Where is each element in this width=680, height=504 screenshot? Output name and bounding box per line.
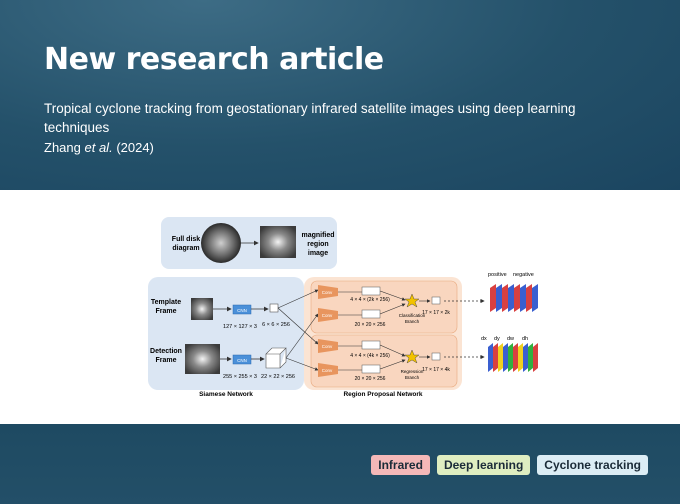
citation-author: Zhang (44, 140, 81, 155)
citation-year: (2024) (116, 140, 154, 155)
dim-detection-out: 22 × 22 × 256 (261, 374, 295, 380)
conv-blocks (318, 285, 338, 377)
label-positive: positive (488, 272, 507, 278)
dim-detection-in: 255 × 255 × 3 (223, 374, 257, 380)
page-title: New research article (44, 42, 384, 77)
reg-branch-label-1: Regression (401, 369, 424, 374)
label-template: Template (151, 299, 181, 306)
label-detection: Detection (150, 348, 182, 355)
cnn-detection (232, 354, 252, 365)
figure-panel: Full disk diagram magnified region image… (0, 190, 680, 424)
cnn-label-a: CNN (237, 308, 247, 313)
dim-template-out: 6 × 6 × 256 (262, 322, 290, 328)
magnified-image (260, 226, 296, 258)
conv-label-2: Conv (322, 313, 333, 318)
reg-branch-label-2: Branch (405, 375, 420, 380)
reg-star-icon (404, 349, 420, 364)
header-banner (0, 0, 680, 190)
article-title[interactable]: Tropical cyclone tracking from geostatio… (44, 101, 576, 135)
cls-output-stack (490, 284, 538, 312)
cnn-template (232, 304, 252, 315)
reg-output-stack (488, 343, 538, 372)
label-diagram: diagram (172, 245, 199, 252)
label-dh: dh (522, 336, 528, 342)
dim-reg-2: 20 × 20 × 256 (355, 376, 386, 382)
rpn-label: Region Proposal Network (343, 391, 422, 398)
conv-label-3: Conv (322, 344, 333, 349)
regression-branch-box (310, 334, 458, 388)
cls-star-icon (404, 293, 420, 308)
tag-infrared[interactable]: Infrared (371, 455, 430, 475)
siamese-label: Siamese Network (199, 391, 253, 398)
conv-label-4: Conv (322, 368, 333, 373)
tag-deep-learning[interactable]: Deep learning (436, 455, 531, 475)
citation-et-al: et al. (84, 140, 113, 155)
dim-template-in: 127 × 127 × 3 (223, 324, 257, 330)
architecture-diagram: Full disk diagram magnified region image… (148, 217, 538, 398)
classification-branch-box (310, 280, 458, 334)
label-template-frame: Frame (155, 308, 176, 315)
label-negative: negative (513, 272, 534, 278)
cnn-label-b: CNN (237, 358, 247, 363)
tag-cyclone-tracking[interactable]: Cyclone tracking (537, 455, 648, 475)
detection-image (185, 344, 220, 374)
out-cls-dim: 17 × 17 × 2k (422, 310, 450, 316)
conv-label-1: Conv (322, 290, 333, 295)
label-image: image (308, 250, 328, 257)
label-dx: dx (481, 336, 487, 342)
dim-cls-1: 4 × 4 × (2k × 256) (350, 297, 390, 303)
dim-reg-1: 4 × 4 × (4k × 256) (350, 353, 390, 359)
label-magnified: magnified (301, 232, 334, 239)
cls-branch-label-2: Branch (405, 319, 420, 324)
label-detection-frame: Frame (155, 357, 176, 364)
label-region: region (307, 241, 328, 248)
out-reg-dim: 17 × 17 × 4k (422, 367, 450, 373)
template-image (191, 298, 213, 320)
dim-cls-2: 20 × 20 × 256 (355, 322, 386, 328)
tag-list: Infrared Deep learning Cyclone tracking (371, 455, 648, 475)
cls-branch-label-1: Classification (399, 313, 426, 318)
template-feature (269, 303, 279, 313)
label-dw: dw (507, 336, 514, 342)
full-disk-image (201, 223, 241, 263)
label-dy: dy (494, 336, 500, 342)
citation: Zhang et al. (2024) (44, 140, 154, 155)
label-full-disk: Full disk (172, 236, 201, 243)
detection-feature-cube (265, 347, 287, 369)
